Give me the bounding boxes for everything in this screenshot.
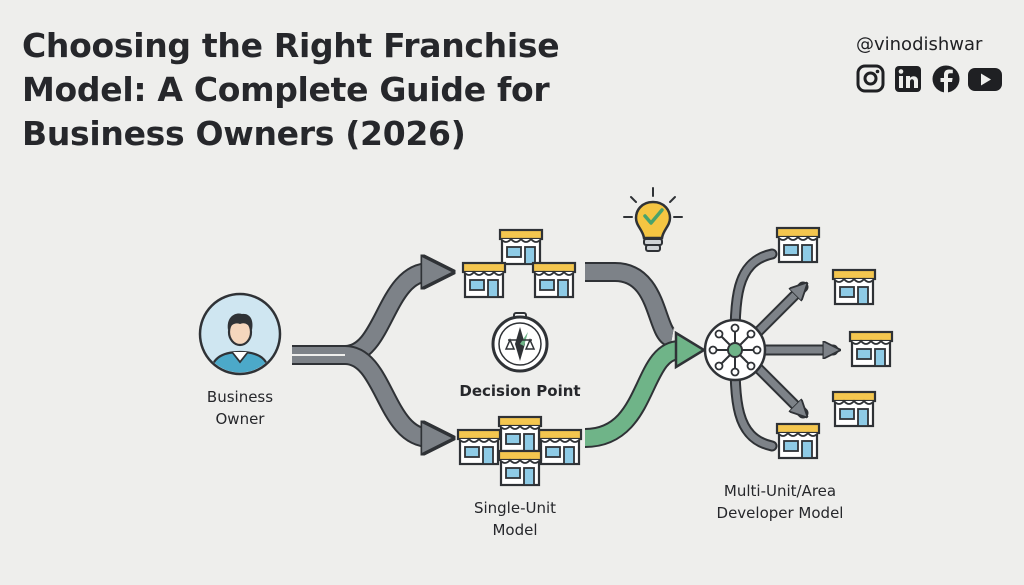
business-owner-avatar: [198, 292, 282, 376]
growth-arrow: [584, 330, 707, 448]
page-title: Choosing the Right Franchise Model: A Co…: [22, 24, 662, 156]
single-unit-label-line-1: Single-Unit: [473, 499, 557, 517]
single-unit-model-label: Single-Unit Model: [450, 497, 580, 541]
instagram-icon[interactable]: [856, 64, 885, 93]
business-owner-label-line-1: Business: [206, 388, 274, 406]
facebook-icon[interactable]: [932, 65, 960, 94]
split-arrows: [292, 272, 438, 438]
multi-unit-label-line-1: Multi-Unit/Area: [723, 482, 837, 500]
decision-compass-icon: [491, 312, 549, 373]
title-line-2: Model: A Complete Guide for: [22, 70, 550, 109]
author-handle: @vinodishwar: [856, 34, 983, 55]
lightbulb-idea-icon: [623, 187, 683, 252]
single-unit-label-line-2: Model: [492, 521, 538, 539]
title-line-1: Choosing the Right Franchise: [22, 26, 560, 65]
upper-connector-arrow: [585, 262, 677, 348]
store-cluster-single-unit: [456, 415, 583, 487]
store-cluster-upper: [461, 228, 577, 299]
multi-unit-label-line-2: Developer Model: [716, 504, 844, 522]
business-owner-label: Business Owner: [185, 386, 295, 430]
multi-unit-model-label: Multi-Unit/Area Developer Model: [690, 480, 870, 524]
linkedin-icon[interactable]: [895, 66, 921, 92]
youtube-icon[interactable]: [968, 68, 1002, 91]
network-hub-icon: [703, 318, 767, 382]
store-network-multi-unit: [775, 226, 894, 460]
decision-point-label: Decision Point: [459, 382, 581, 400]
title-line-3: Business Owners (2026): [22, 114, 466, 153]
social-links: [856, 64, 1002, 94]
business-owner-label-line-2: Owner: [215, 410, 265, 428]
